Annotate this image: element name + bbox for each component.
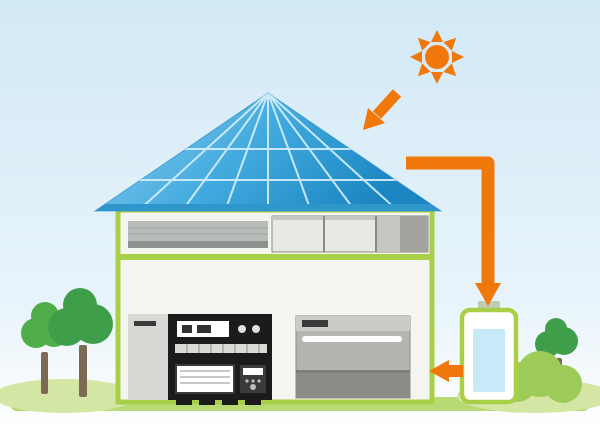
tree-canopy xyxy=(48,288,113,346)
tree-right-small xyxy=(535,318,578,394)
canopy-blob xyxy=(63,288,97,322)
display-segment xyxy=(182,325,192,333)
sun-to-roof-arrow xyxy=(363,89,402,130)
microwave-dial xyxy=(250,384,256,390)
dishwasher-top-strip xyxy=(296,316,410,331)
stove-button-dividers xyxy=(186,344,260,353)
foot-vent xyxy=(199,399,215,405)
foot-vent xyxy=(222,399,238,405)
upper-floor-windows xyxy=(271,215,429,253)
arrow-head xyxy=(363,108,385,130)
arrow-head xyxy=(475,283,501,306)
dishwasher-seam xyxy=(296,370,410,373)
arrow-shaft xyxy=(372,89,402,119)
cabinet-panel xyxy=(128,314,168,400)
microwave xyxy=(175,364,266,394)
sun-ray xyxy=(431,72,443,84)
sun-ray xyxy=(431,30,443,42)
dishwasher xyxy=(295,315,411,399)
storage-battery xyxy=(459,301,519,405)
sun-ray xyxy=(410,51,422,63)
stove-knob xyxy=(238,325,246,333)
cabinet-handle xyxy=(134,321,156,326)
vent-underside xyxy=(128,241,268,248)
panel-grid-fan-lines xyxy=(137,93,399,211)
display-segment xyxy=(197,325,211,333)
battery-cell xyxy=(473,329,505,392)
stove-knob xyxy=(252,325,260,333)
sun-icon xyxy=(410,30,464,84)
dishwasher-slot xyxy=(302,336,402,342)
tree-trunk xyxy=(79,345,87,397)
window-divider xyxy=(375,216,377,252)
tree-left-large xyxy=(48,288,113,397)
arrow-shaft xyxy=(406,156,495,284)
battery-to-appliances-arrow xyxy=(429,360,463,382)
tree-canopy xyxy=(535,318,578,357)
microwave-door-slats xyxy=(180,370,230,384)
ground-mound-left xyxy=(0,379,137,413)
sun-ray xyxy=(452,51,464,63)
window-divider xyxy=(323,216,325,252)
stove-button-row xyxy=(175,344,267,353)
roof-eave-band xyxy=(95,204,441,211)
window-pane-far-right xyxy=(400,216,428,252)
kitchen-unit xyxy=(128,314,272,405)
kitchen-unit-feet xyxy=(176,399,261,405)
roof-to-battery-arrow xyxy=(406,156,501,306)
floor-divider xyxy=(118,254,432,260)
foot-vent xyxy=(176,399,192,405)
arrow-head xyxy=(429,360,449,382)
microwave-button xyxy=(245,379,249,383)
microwave-display xyxy=(243,368,263,375)
microwave-door xyxy=(175,364,235,394)
microwave-button xyxy=(257,379,261,383)
energy-flow-arrows xyxy=(363,89,501,382)
upper-floor-vent xyxy=(128,221,268,248)
dishwasher-kick-panel xyxy=(296,373,410,398)
canopy-blob xyxy=(545,318,567,340)
sun-disc xyxy=(425,45,449,69)
window-top-edge xyxy=(272,216,428,220)
vent-slats xyxy=(128,227,268,235)
foot-vent xyxy=(245,399,261,405)
tree-trunk xyxy=(41,352,48,394)
dishwasher-handle xyxy=(302,320,328,327)
bush-blob xyxy=(544,365,582,403)
stove-control-panel xyxy=(175,321,267,353)
microwave-buttons xyxy=(245,379,261,390)
microwave-button xyxy=(251,379,255,383)
